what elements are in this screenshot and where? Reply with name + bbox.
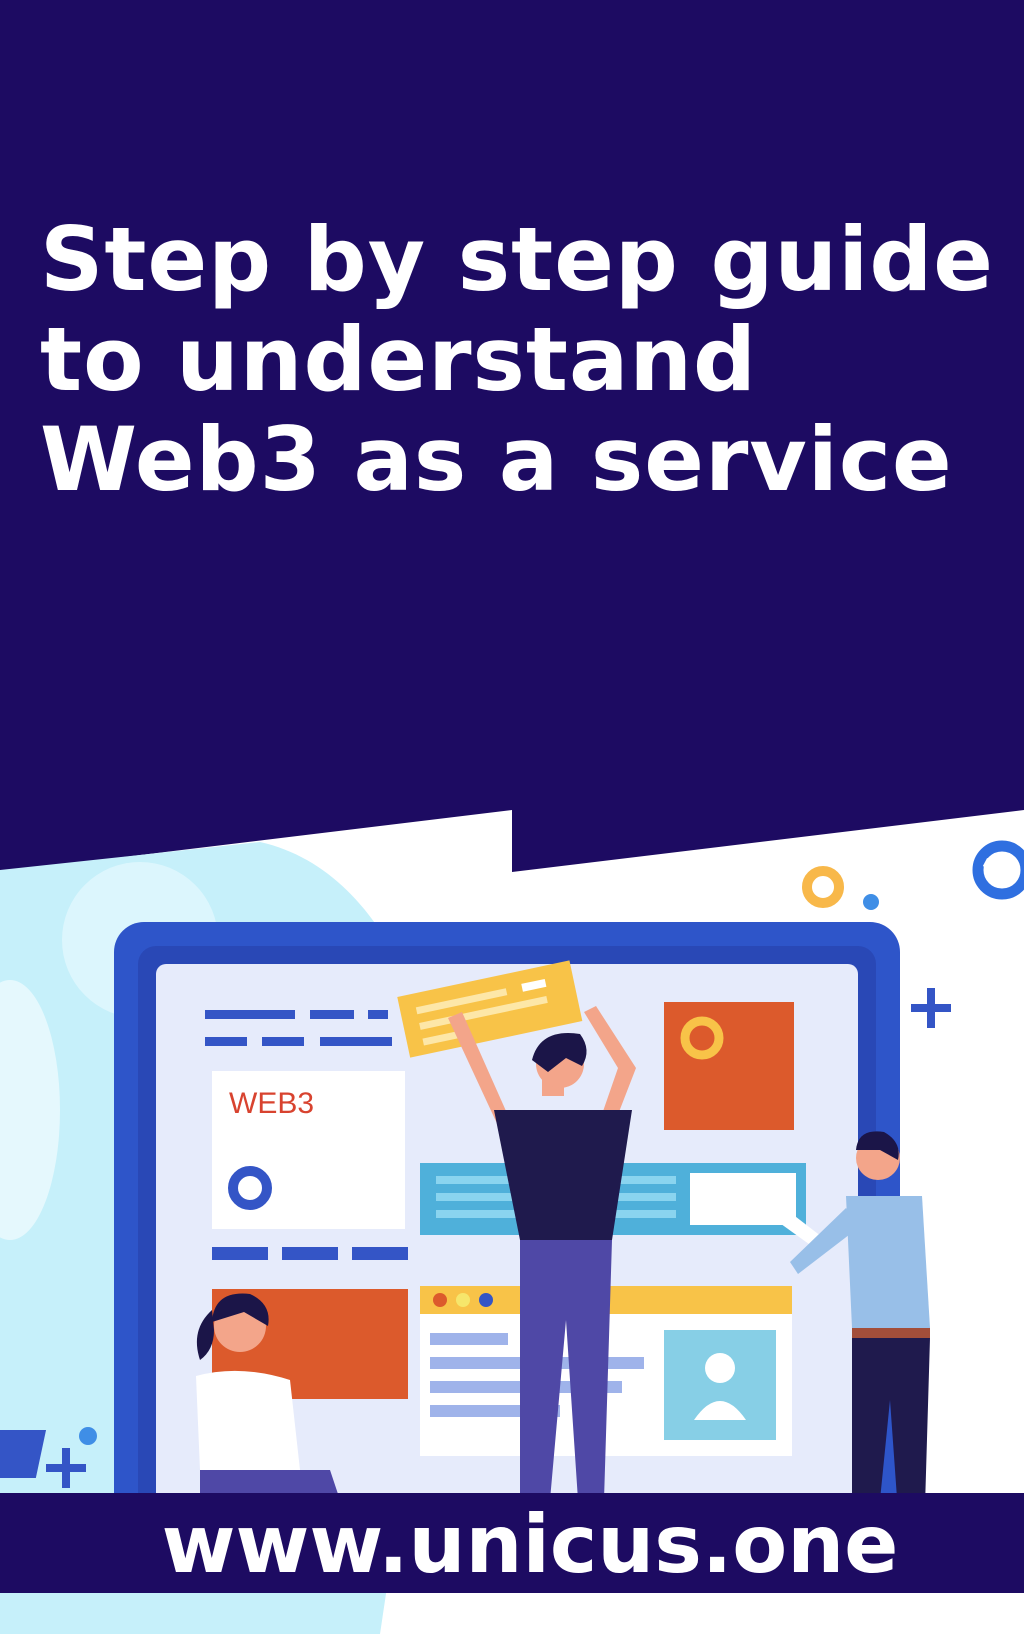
ring-decoration-icon bbox=[802, 866, 844, 908]
headline-line-2: to understand bbox=[40, 308, 757, 411]
ring-icon bbox=[680, 1016, 724, 1060]
man-with-paper bbox=[770, 1131, 930, 1540]
plus-icon bbox=[46, 1448, 86, 1488]
headline: Step by step guide to understand Web3 as… bbox=[40, 210, 1000, 510]
laptop-icon bbox=[0, 1430, 47, 1478]
orange-image-card bbox=[664, 1002, 794, 1130]
blob-edge bbox=[0, 980, 60, 1240]
dot-decoration-icon bbox=[863, 894, 879, 910]
website-url[interactable]: www.unicus.one bbox=[161, 1498, 899, 1591]
belt bbox=[852, 1328, 930, 1338]
headline-line-3: Web3 as a service bbox=[40, 408, 953, 511]
ring-icon bbox=[228, 1166, 272, 1210]
web3-card-label: WEB3 bbox=[229, 1087, 314, 1120]
window-dot-icon bbox=[479, 1293, 493, 1307]
woman-with-laptop bbox=[0, 1293, 340, 1500]
window-dot-icon bbox=[433, 1293, 447, 1307]
text-lines bbox=[205, 1010, 392, 1046]
avatar-icon bbox=[694, 1353, 746, 1420]
headline-line-1: Step by step guide bbox=[40, 208, 994, 311]
text-lines bbox=[212, 1247, 408, 1260]
standing-man bbox=[448, 1006, 636, 1500]
footer-band bbox=[0, 1493, 1024, 1593]
window-dot-icon bbox=[456, 1293, 470, 1307]
plus-icon bbox=[911, 988, 951, 1028]
avatar-tile bbox=[664, 1330, 776, 1440]
unicus-logo-icon bbox=[972, 840, 1024, 900]
dot-decoration-icon bbox=[79, 1427, 97, 1445]
